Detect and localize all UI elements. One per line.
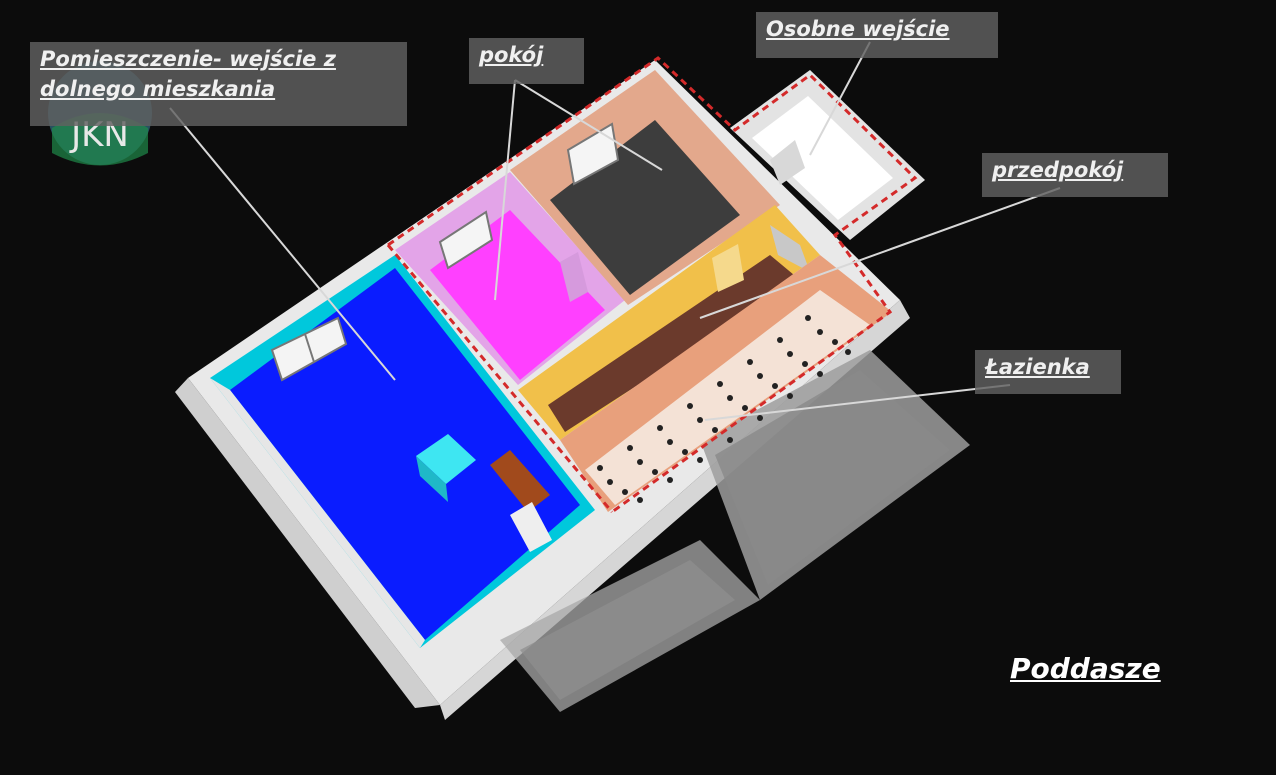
label-entrance-room: Pomieszczenie- wejście z dolnego mieszka… — [30, 42, 407, 126]
label-entrance-room-text: Pomieszczenie- wejście z dolnego mieszka… — [40, 47, 336, 101]
label-bathroom-text: Łazienka — [985, 355, 1090, 379]
room-small — [395, 172, 625, 385]
leader-lines — [169, 41, 1061, 421]
room-large — [510, 70, 780, 305]
floor-title: Poddasze — [1010, 652, 1161, 685]
label-hallway-text: przedpokój — [992, 158, 1124, 182]
label-bathroom: Łazienka — [975, 350, 1121, 394]
bathroom — [560, 255, 892, 512]
label-room: pokój — [469, 38, 584, 84]
label-separate-entrance-text: Osobne wejście — [766, 17, 950, 41]
label-room-text: pokój — [479, 43, 544, 67]
entrance-room — [210, 255, 595, 648]
label-hallway: przedpokój — [982, 153, 1168, 197]
hallway — [518, 205, 820, 440]
label-separate-entrance: Osobne wejście — [756, 12, 998, 58]
apartment-outline — [386, 56, 918, 514]
